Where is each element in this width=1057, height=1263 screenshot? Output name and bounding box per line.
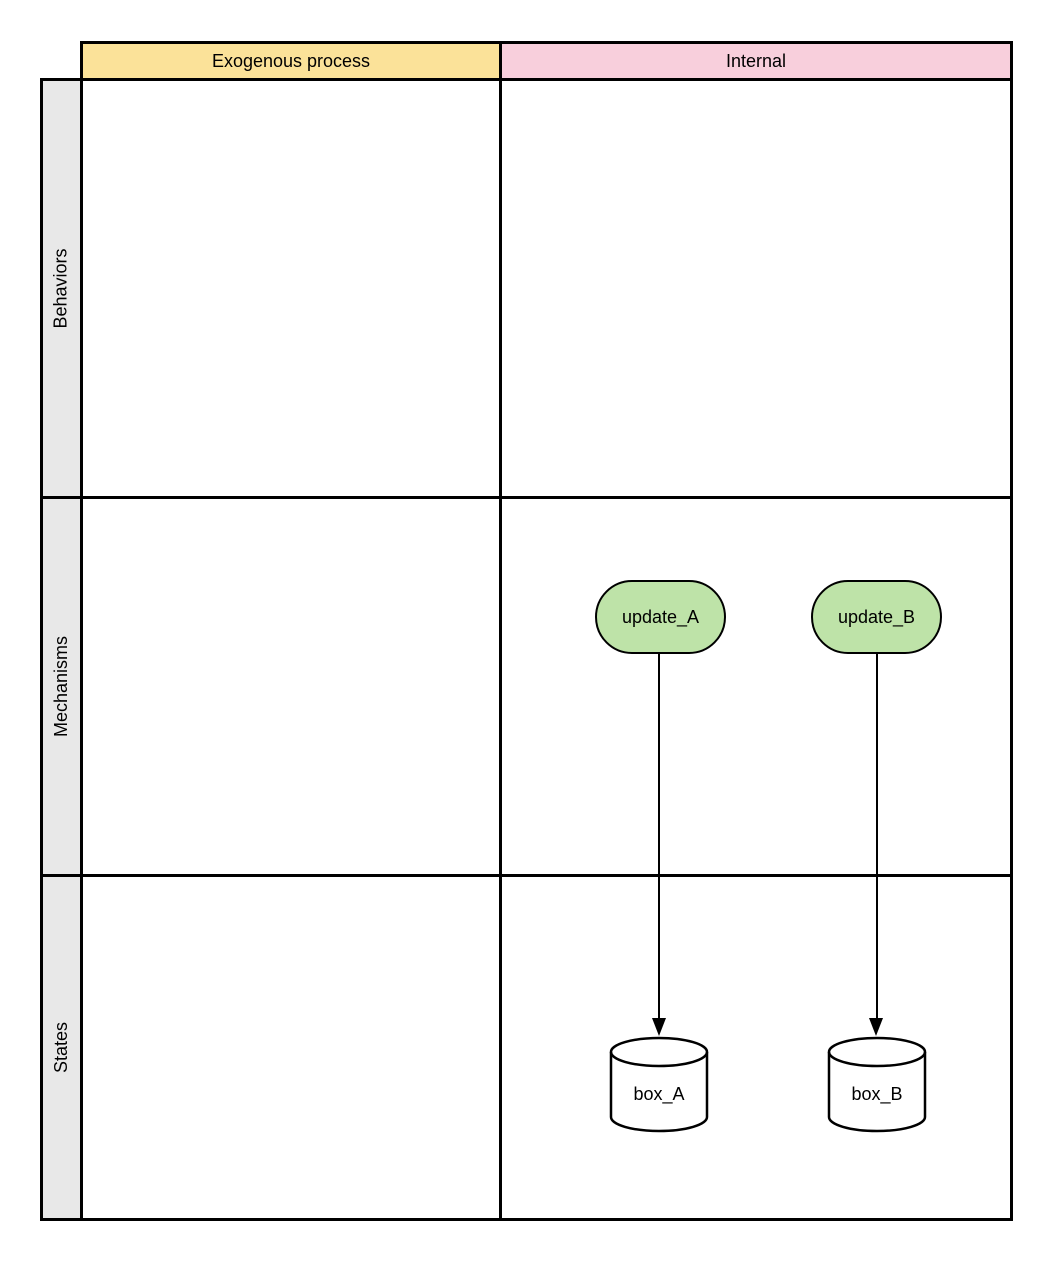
node-label: box_A — [633, 1084, 685, 1104]
row-label-text: States — [51, 1021, 71, 1074]
row-label-text: Behaviors — [51, 248, 72, 329]
cell-mechanisms-internal — [499, 496, 1013, 877]
arrow-update-b-to-box-b-line — [876, 653, 878, 1019]
node-label: update_A — [621, 606, 700, 627]
row-label-text: Mechanisms — [51, 635, 71, 738]
row-label-mechanisms: Mechanisms — [40, 496, 83, 877]
column-header-internal: Internal — [499, 41, 1013, 81]
arrowhead-down-icon — [869, 1018, 883, 1036]
cylinder-icon — [827, 1036, 927, 1133]
node-box-a[interactable]: box_A — [609, 1036, 709, 1133]
node-box-b[interactable]: box_B — [827, 1036, 927, 1133]
cell-behaviors-internal — [499, 78, 1013, 499]
node-update-a[interactable]: update_A — [595, 580, 726, 654]
cylinder-icon — [609, 1036, 709, 1133]
cell-behaviors-exogenous — [80, 78, 502, 499]
node-label: box_B — [851, 1084, 903, 1104]
column-header-label: Exogenous process — [211, 50, 371, 71]
cell-mechanisms-exogenous — [80, 496, 502, 877]
node-label: update_B — [837, 606, 916, 627]
row-label-behaviors: Behaviors — [40, 78, 83, 499]
node-update-b[interactable]: update_B — [811, 580, 942, 654]
cell-states-exogenous — [80, 874, 502, 1221]
arrow-update-a-to-box-a-line — [658, 653, 660, 1019]
cell-states-internal — [499, 874, 1013, 1221]
column-header-label: Internal — [725, 50, 787, 71]
column-header-exogenous-process: Exogenous process — [80, 41, 502, 81]
row-label-states: States — [40, 874, 83, 1221]
arrowhead-down-icon — [652, 1018, 666, 1036]
